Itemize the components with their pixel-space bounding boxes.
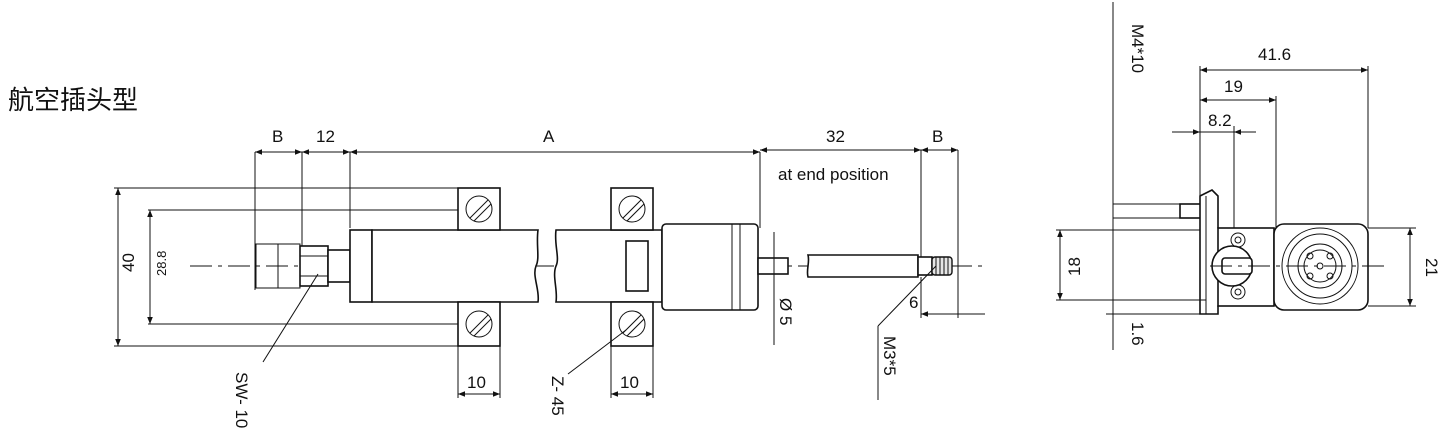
label-phi5: Ø 5: [776, 298, 795, 325]
dim-32: 32: [826, 127, 845, 146]
dim-6: 6: [909, 293, 918, 312]
label-m4x10: M4*10: [1128, 24, 1147, 73]
plunger-rod: [806, 254, 985, 318]
dim-41-6: 41.6: [1258, 45, 1291, 64]
at-end-position-label: at end position: [778, 165, 889, 184]
end-view: M4*10 1.6 41.6 19 8.2: [1056, 2, 1441, 350]
dim-28-8: 28.8: [154, 251, 169, 276]
dim-12: 12: [316, 127, 335, 146]
dim-40: 40: [119, 253, 138, 272]
rear-plug: [255, 243, 351, 289]
diagram-title: 航空插头型: [8, 86, 139, 116]
connector-ring: [1281, 227, 1359, 305]
dim-19: 19: [1224, 77, 1243, 96]
dim-b-left: B: [272, 127, 283, 146]
dim-10-left: 10: [467, 373, 486, 392]
mounting-clamp-right: [610, 187, 654, 398]
dim-1-6: 1.6: [1128, 322, 1147, 346]
height-dimensions: [114, 187, 500, 347]
dim-21: 21: [1422, 258, 1441, 277]
leader-m3: [877, 265, 937, 327]
dim-18: 18: [1065, 257, 1084, 276]
leader-sw10: [262, 273, 319, 363]
label-z45: Z- 45: [548, 376, 567, 416]
label-sw10: SW- 10: [232, 372, 251, 428]
top-dimension-lines: [254, 147, 959, 315]
leader-z45: [567, 329, 627, 375]
dim-10-right: 10: [620, 373, 639, 392]
front-nose: [625, 223, 789, 345]
dim-b-right: B: [932, 127, 943, 146]
label-m3x5: M3*5: [880, 336, 899, 376]
dim-8-2: 8.2: [1208, 111, 1232, 130]
mounting-clamp-left: [457, 187, 501, 398]
side-view: B 12 A 32 B at end position 40 28.8: [114, 127, 985, 428]
sensor-housing: [349, 229, 663, 303]
dim-a: A: [543, 127, 555, 146]
